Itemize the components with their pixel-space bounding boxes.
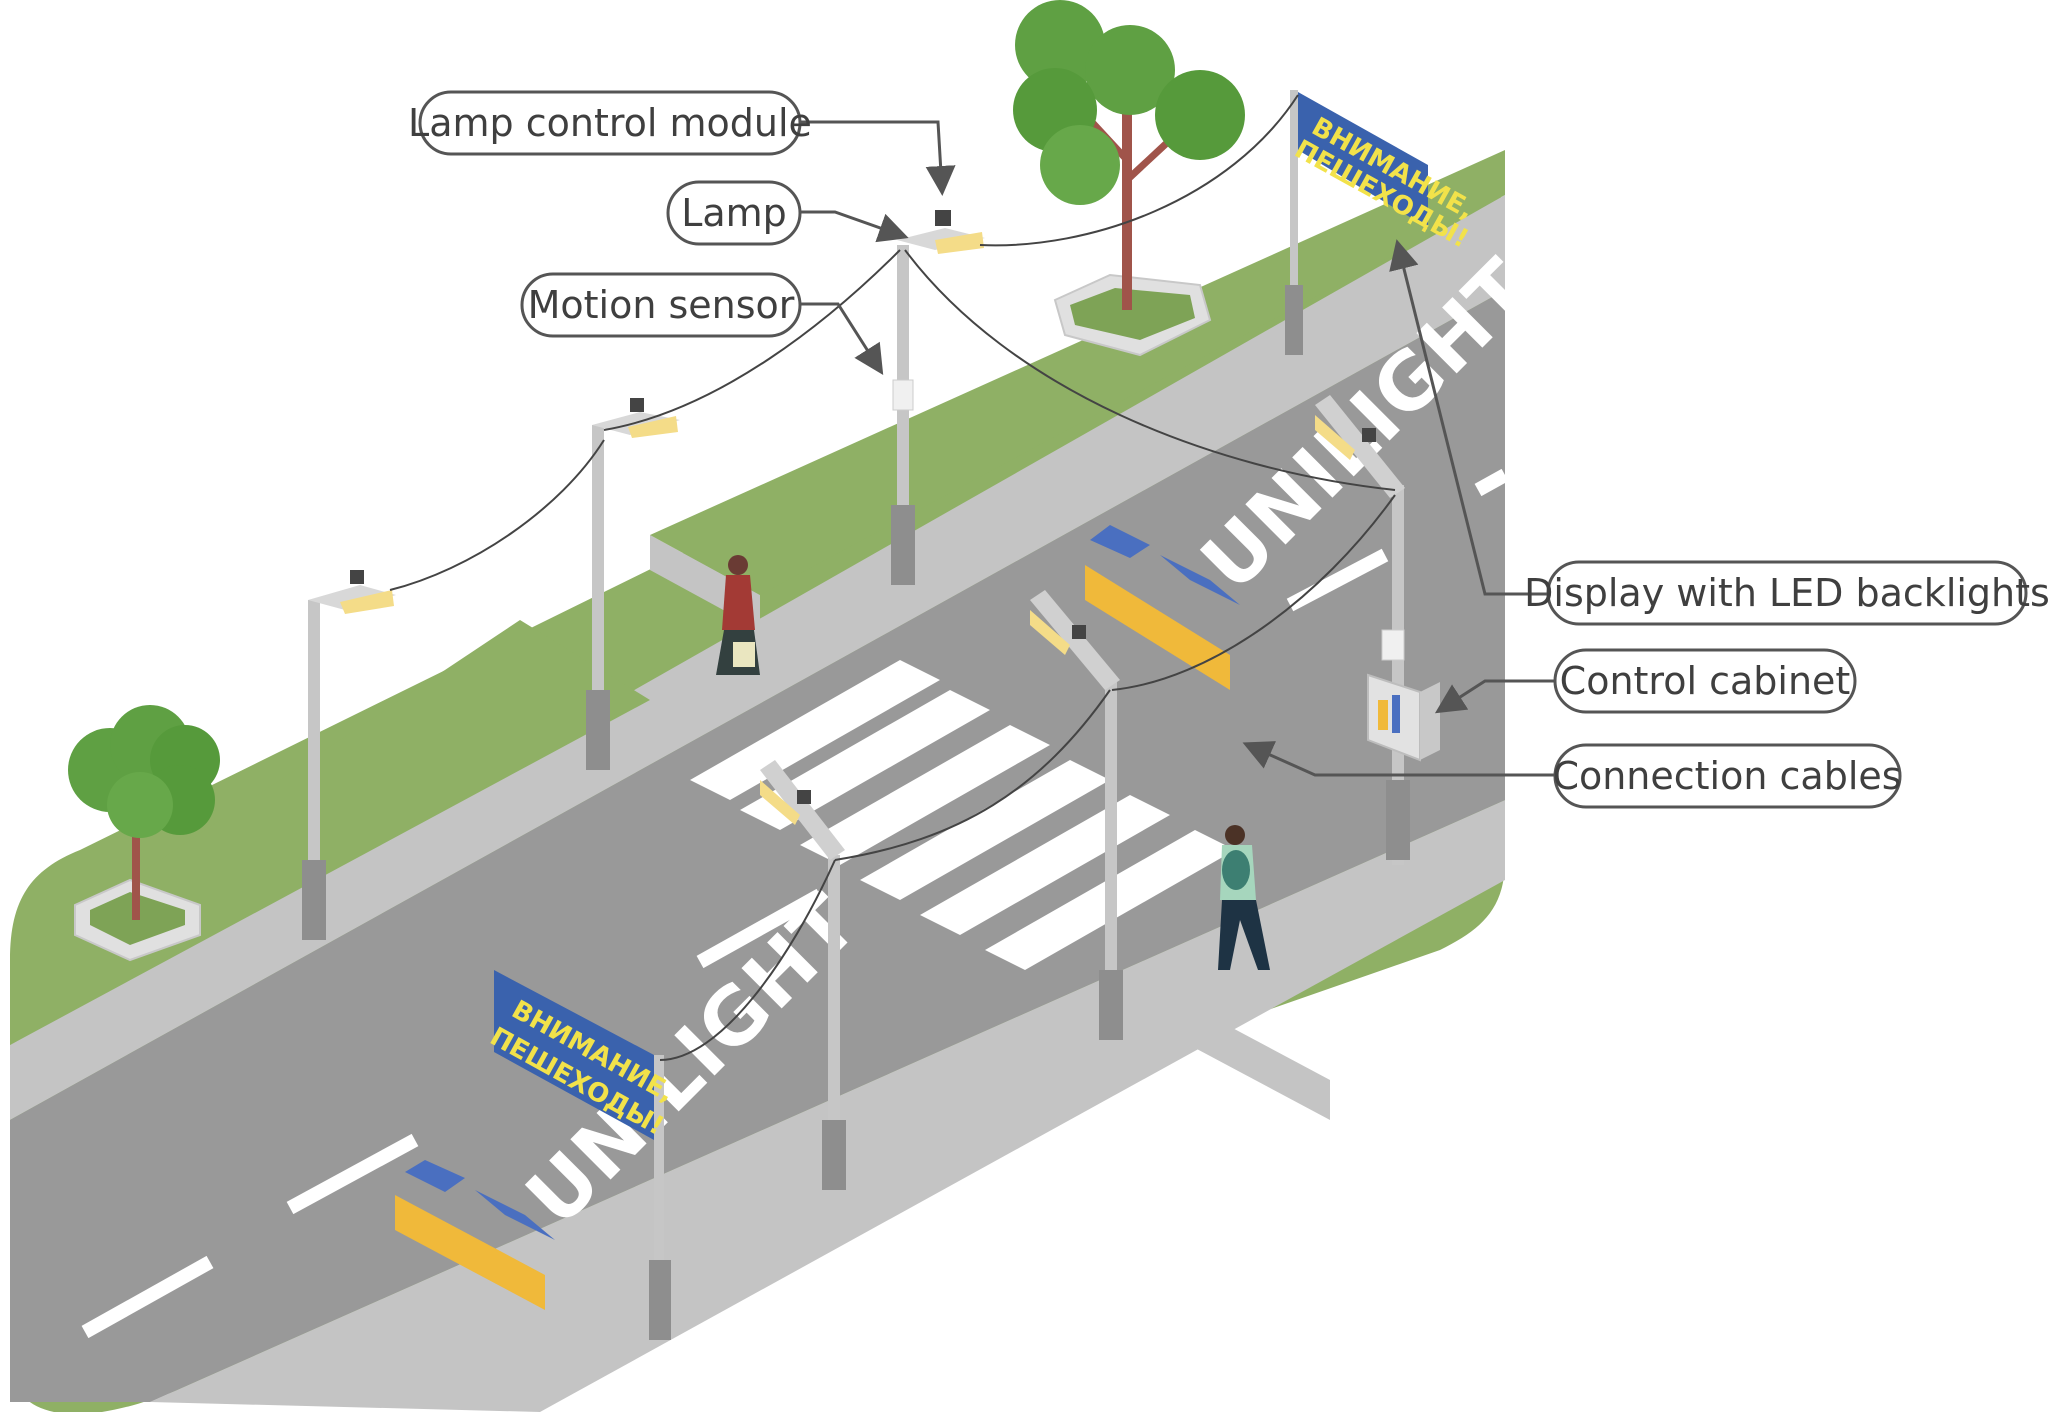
callout-connection-cables: Connection cables [1552,743,1902,809]
control-cabinet-arrow [1434,679,1555,714]
connection-cables-arrow [1242,741,1555,777]
display-arrow [1389,239,1548,596]
callout-lamp-control-module: Lamp control module [408,90,812,156]
lamp-control-arrow [800,120,956,196]
crosswalk-lamp-mid [1030,590,1123,1040]
road [10,290,1505,1402]
callout-motion-sensor: Motion sensor [520,272,802,338]
callout-display-text: Display with LED backlights [1524,571,2048,615]
callout-lamp-text: Lamp [681,191,787,235]
crossing-path-near [1180,1000,1330,1120]
motion-sensor-arrow [800,302,884,376]
callout-connection-cables-text: Connection cables [1552,754,1901,798]
pedestrian-man [1218,825,1270,970]
callout-motion-sensor-text: Motion sensor [528,283,795,327]
street-lamp-2 [586,398,680,770]
crosswalk-lamp-far-right [1315,395,1410,865]
callout-control-cabinet-text: Control cabinet [1560,659,1851,703]
lamp-arrow [800,210,909,243]
callout-arrows [800,120,1555,777]
connection-cables [389,94,1396,1061]
callout-lamp-control-module-text: Lamp control module [408,101,812,145]
crosswalk-lamp-near-left [760,760,846,1190]
lane-markings [81,468,1509,1339]
callout-control-cabinet: Control cabinet [1553,648,1857,714]
callout-lamp: Lamp [666,180,802,246]
street-lamp-1 [302,570,396,940]
pedestrian-woman [716,555,760,675]
street-lamp-3 [891,210,985,585]
tree-left [68,705,220,962]
tree-right [1013,0,1245,357]
control-cabinet: Ui [1367,673,1440,762]
callout-display-with-led-backlights: Display with LED backlights [1524,560,2048,626]
